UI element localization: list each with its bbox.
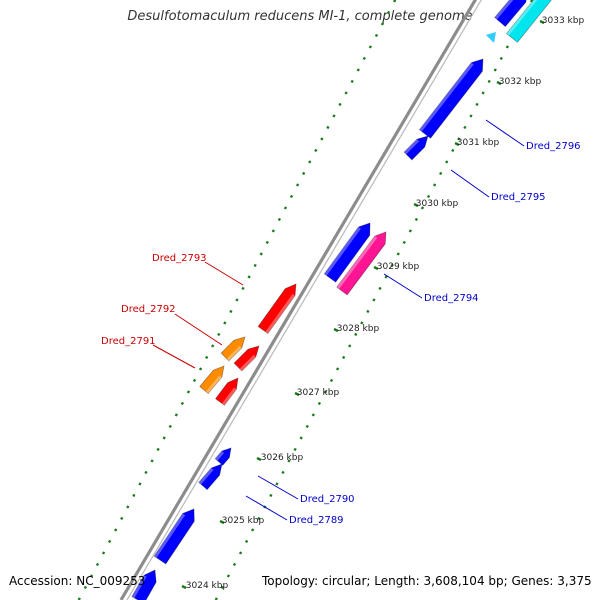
tick-label: 3030 kbp <box>416 199 459 209</box>
tick-mark <box>373 265 379 271</box>
tick-mark <box>539 19 545 25</box>
tick-label: 3028 kbp <box>337 324 380 334</box>
backbone-inner-line <box>126 0 482 600</box>
topology-text: Topology: circular; Length: 3,608,104 bp… <box>262 574 592 588</box>
gene-leader-line <box>152 344 196 369</box>
gene-leader-line <box>174 313 223 346</box>
tick-mark <box>413 202 419 208</box>
gene-leader-line <box>450 169 490 198</box>
gene-dred-2794[interactable] <box>336 231 387 296</box>
tick-label: 3033 kbp <box>542 16 585 26</box>
gene-leader-line <box>245 495 288 521</box>
gene-dred-2793[interactable] <box>257 283 297 335</box>
tick-mark <box>294 391 300 397</box>
tick-dot-lines <box>77 0 534 600</box>
accession-text: Accession: NC_009253 <box>9 574 146 588</box>
tick-label: 3024 kbp <box>186 581 229 591</box>
gene-leader-line <box>485 119 525 147</box>
backbone-line <box>119 0 478 600</box>
left-tick-line <box>77 0 397 600</box>
gene-blue-3023[interactable] <box>131 569 157 600</box>
gene-label[interactable]: Dred_2792 <box>121 304 176 315</box>
tick-mark <box>181 584 187 590</box>
tick-label: 3025 kbp <box>222 516 265 526</box>
tick-label: 3032 kbp <box>499 77 542 87</box>
tick-mark <box>496 80 502 86</box>
gene-label[interactable]: Dred_2793 <box>152 253 207 264</box>
gene-dred-2790[interactable] <box>214 447 232 466</box>
gene-leader-line <box>383 273 423 299</box>
gene-blue-3024[interactable] <box>153 508 195 565</box>
tick-label: 3027 kbp <box>297 388 340 398</box>
tick-mark <box>256 456 262 462</box>
gene-label[interactable]: Dred_2791 <box>101 336 156 347</box>
tick-mark <box>454 141 460 147</box>
right-tick-line <box>214 0 534 600</box>
tick-label: 3031 kbp <box>457 138 500 148</box>
gene-leader-line <box>257 475 299 500</box>
gene-label[interactable]: Dred_2789 <box>289 515 344 526</box>
gene-blue-3029[interactable] <box>323 222 371 283</box>
map-title: Desulfotomaculum reducens MI-1, complete… <box>127 9 473 24</box>
gene-dred-2791[interactable] <box>215 377 239 406</box>
gene-leader-line <box>204 261 244 286</box>
gene-orange-upper[interactable] <box>220 336 246 362</box>
gene-label[interactable]: Dred_2796 <box>526 141 581 152</box>
gene-blue-3033[interactable] <box>494 0 527 28</box>
gene-dred-2792[interactable] <box>233 345 260 372</box>
gene-cyan-3033[interactable] <box>505 0 552 43</box>
tick-label: 3026 kbp <box>261 453 304 463</box>
gene-label[interactable]: Dred_2794 <box>424 293 479 304</box>
gene-dred-2789[interactable] <box>198 463 223 491</box>
tick-mark <box>219 519 225 525</box>
gene-label[interactable]: Dred_2795 <box>491 192 546 203</box>
gene-label[interactable]: Dred_2790 <box>300 494 355 505</box>
tick-label: 3029 kbp <box>377 262 420 272</box>
tick-mark <box>333 327 339 333</box>
gene-dred-2796[interactable] <box>418 58 484 139</box>
cyan-marker <box>486 32 496 43</box>
gene-orange-lower[interactable] <box>199 365 225 395</box>
gene-dred-2795[interactable] <box>403 135 429 161</box>
